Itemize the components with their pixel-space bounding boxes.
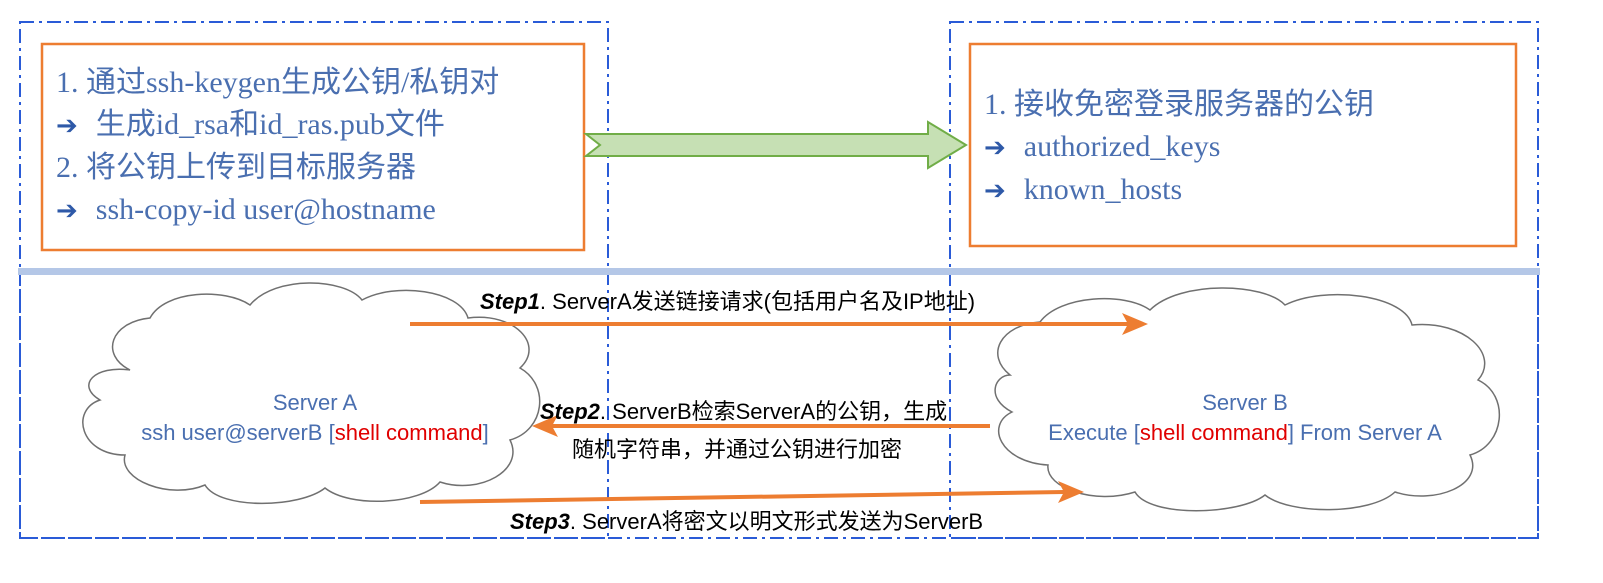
client-copyid-text: ssh-copy-id user@hostname [95, 193, 436, 226]
server-a-command: ssh user@serverB [shell command] [100, 418, 530, 448]
right-arrow-icon: ➔ [56, 111, 78, 141]
server-b-cmd-suffix: ] From Server A [1287, 420, 1442, 445]
server-a-cmd-suffix: ] [482, 420, 489, 445]
right-arrow-icon: ➔ [984, 176, 1006, 206]
server-knownhosts-line: ➔ known_hosts [984, 169, 1374, 212]
server-b-title: Server B [1202, 390, 1288, 415]
client-keyfiles-text: 生成id_rsa和id_ras.pub文件 [95, 108, 445, 141]
client-box-text: 1. 通过ssh-keygen生成公钥/私钥对 ➔ 生成id_rsa和id_ras… [56, 62, 499, 232]
server-b-label: Server B Execute [shell command] From Se… [1000, 388, 1490, 448]
server-knownhosts-text: known_hosts [1023, 173, 1183, 206]
step3-arrowhead [1058, 481, 1084, 503]
step2-label-line2: 随机字符串，并通过公钥进行加密 [572, 436, 902, 464]
step2-label: Step2. ServerB检索ServerA的公钥，生成 [540, 398, 947, 426]
step1-arrowhead [1122, 313, 1148, 335]
transfer-block-arrow [583, 120, 968, 170]
server-b-cmd-highlight: shell command [1139, 420, 1288, 445]
server-a-cmd-prefix: ssh user@serverB [ [141, 420, 335, 445]
server-b-command: Execute [shell command] From Server A [1000, 418, 1490, 448]
server-b-cloud [994, 287, 1500, 512]
step3-title: Step3 [510, 509, 570, 534]
server-a-title: Server A [272, 390, 358, 415]
step2-text-line2: 随机字符串，并通过公钥进行加密 [572, 437, 903, 462]
server-a-cmd-highlight: shell command [334, 420, 483, 445]
server-a-label: Server A ssh user@serverB [shell command… [100, 388, 530, 448]
step1-title: Step1 [480, 289, 540, 314]
server-authkeys-text: authorized_keys [1023, 130, 1221, 163]
step2-title: Step2 [540, 399, 600, 424]
server-box-border [968, 42, 1518, 248]
step3-label: Step3. ServerA将密文以明文形式发送为ServerB [510, 508, 983, 536]
section-divider [18, 268, 1540, 275]
server-a-cloud [82, 282, 541, 505]
right-arrow-icon: ➔ [56, 196, 78, 226]
client-copyid-line: ➔ ssh-copy-id user@hostname [56, 189, 499, 232]
server-b-cmd-prefix: Execute [ [1048, 420, 1140, 445]
step2-arrowhead [532, 415, 558, 437]
right-arrow-icon: ➔ [984, 133, 1006, 163]
client-keyfiles-line: ➔ 生成id_rsa和id_ras.pub文件 [56, 104, 499, 147]
step1-text: . ServerA发送链接请求(包括用户名及IP地址) [539, 289, 976, 314]
client-box-border [40, 42, 586, 252]
step1-label: Step1. ServerA发送链接请求(包括用户名及IP地址) [480, 288, 975, 316]
step3-arrow-line [419, 490, 1065, 504]
server-authkeys-line: ➔ authorized_keys [984, 126, 1374, 169]
step2-text-line1: . ServerB检索ServerA的公钥，生成 [599, 399, 948, 424]
step3-text: . ServerA将密文以明文形式发送为ServerB [569, 509, 984, 534]
client-step2-line: 2. 将公钥上传到目标服务器 [56, 151, 416, 184]
server-box-text: 1. 接收免密登录服务器的公钥 ➔ authorized_keys ➔ known_… [984, 84, 1374, 212]
server-step1-line: 1. 接收免密登录服务器的公钥 [984, 88, 1374, 121]
client-step1-line: 1. 通过ssh-keygen生成公钥/私钥对 [56, 66, 500, 99]
